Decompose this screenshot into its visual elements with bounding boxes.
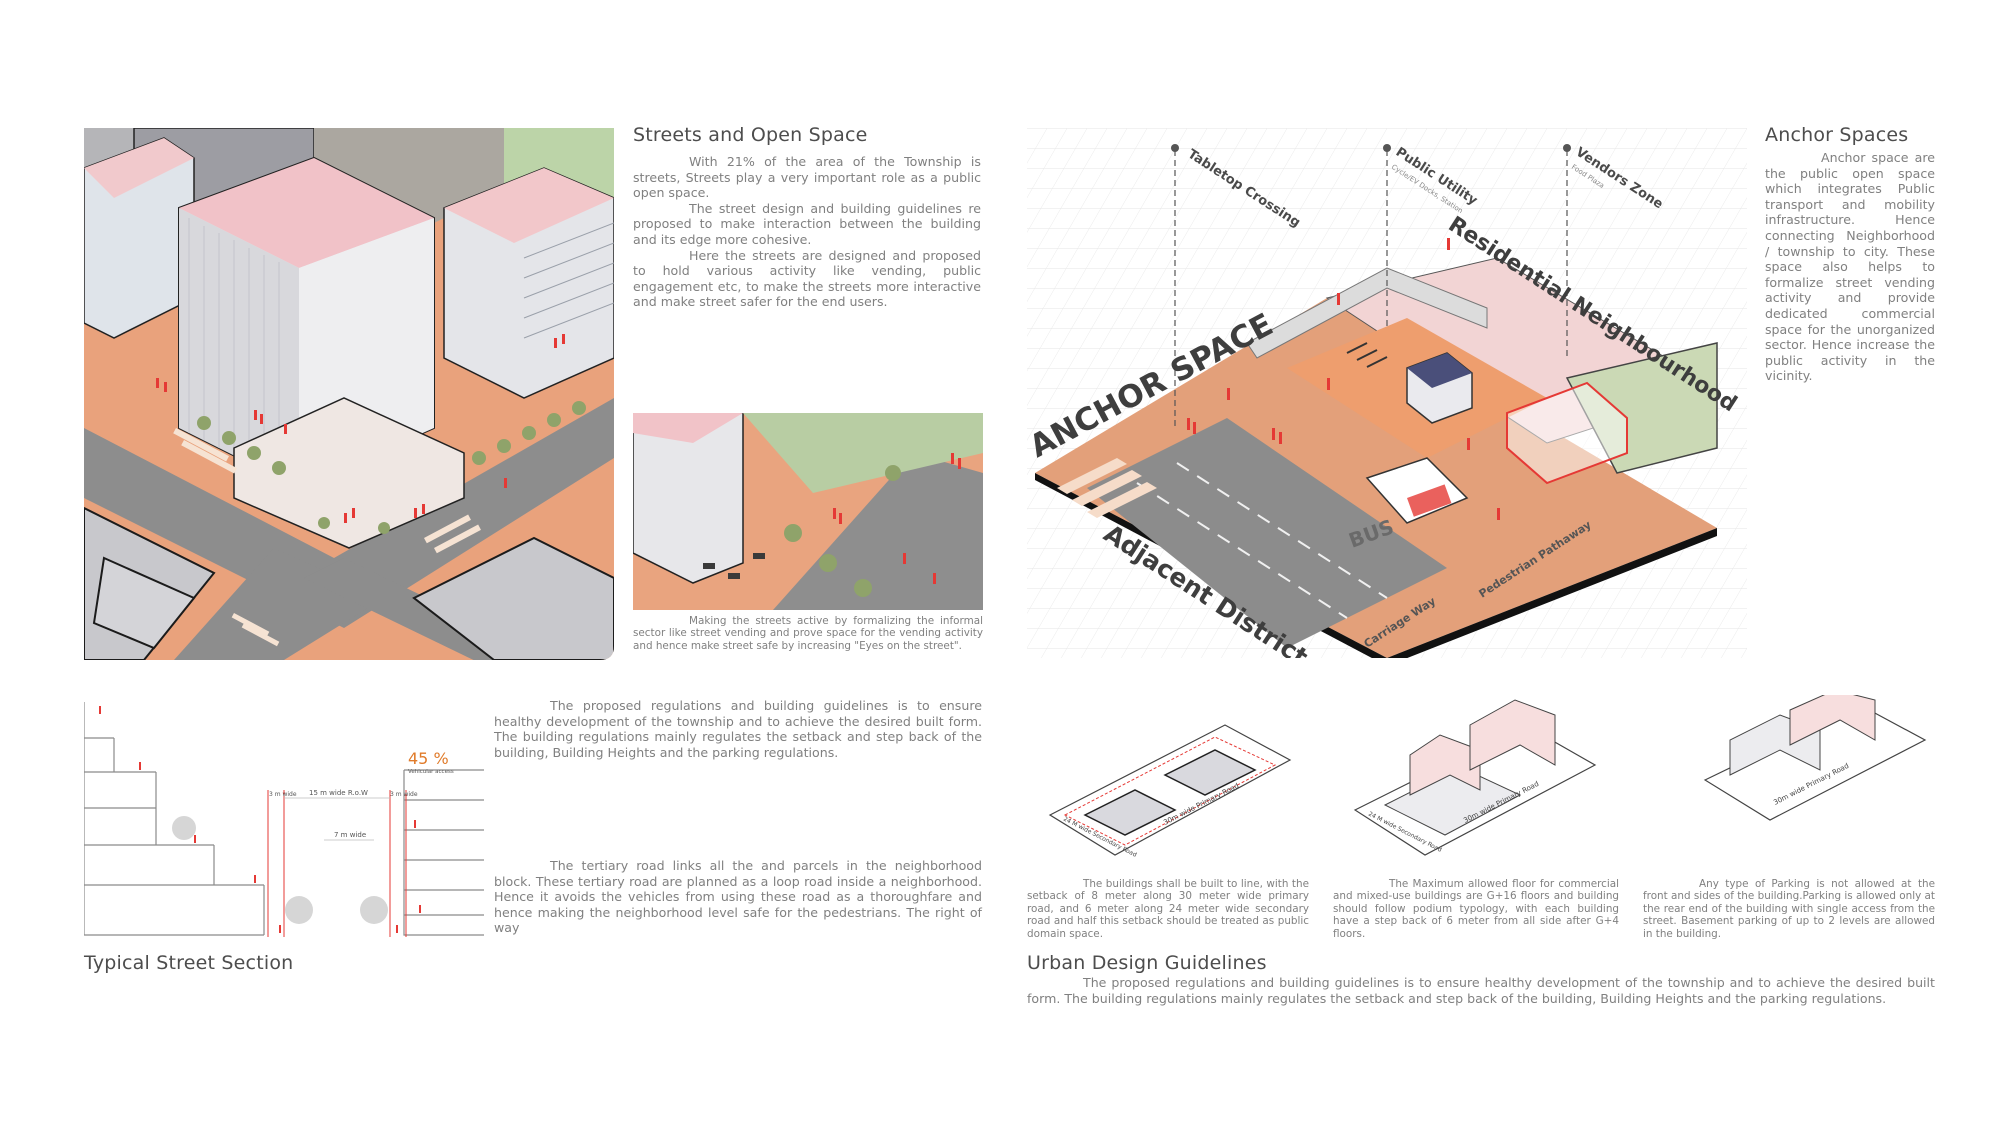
guideline-2-paragraph: The Maximum allowed floor for commercial… (1333, 878, 1619, 940)
guidelines-text: The proposed regulations and building gu… (1027, 975, 1935, 1006)
streets-paragraph-3: Here the streets are designed and propos… (633, 247, 981, 310)
guideline-3-paragraph: Any type of Parking is not allowed at th… (1643, 878, 1935, 940)
streets-aerial-illustration (84, 128, 614, 660)
guideline-diagram-setback: 30m wide Primary Road 24 M wide Secondar… (1045, 720, 1295, 870)
street-vending-inset (633, 413, 983, 610)
street-section-drawing: 45 % Vehicular access 15 m wide R.o.W 7 … (84, 700, 484, 940)
vehicular-percent-label: Vehicular access (408, 769, 454, 775)
guideline-1-paragraph: The buildings shall be built to line, wi… (1027, 878, 1309, 940)
streets-text: With 21% of the area of the Township is … (633, 154, 981, 310)
guideline-diagram-podium: 30m wide Primary Road 24 M wide Secondar… (1350, 695, 1600, 870)
inset-caption-text: Making the streets active by formalizing… (633, 615, 983, 652)
carriage-width-label: 7 m wide (334, 831, 366, 839)
vehicular-percent: 45 % (408, 749, 449, 768)
anchor-paragraph: Anchor space are the public open space w… (1765, 150, 1935, 384)
left-setback-label: 3 m wide (269, 791, 297, 798)
right-setback-label: 3 m wide (390, 791, 418, 798)
streets-heading: Streets and Open Space (633, 124, 868, 146)
anchor-heading: Anchor Spaces (1765, 124, 1909, 146)
guidelines-paragraph: The proposed regulations and building gu… (1027, 975, 1935, 1006)
guideline-2-text: The Maximum allowed floor for commercial… (1333, 878, 1619, 940)
anchor-text: Anchor space are the public open space w… (1765, 150, 1935, 384)
section-title: Typical Street Section (84, 952, 294, 974)
streets-paragraph-1: With 21% of the area of the Township is … (633, 154, 981, 201)
inset-caption: Making the streets active by formalizing… (633, 615, 983, 652)
section-paragraph-1: The proposed regulations and building gu… (494, 698, 982, 760)
streets-paragraph-2: The street design and building guideline… (633, 200, 981, 247)
guideline-1-text: The buildings shall be built to line, wi… (1027, 878, 1309, 940)
row-width-label: 15 m wide R.o.W (309, 789, 368, 797)
guidelines-title: Urban Design Guidelines (1027, 952, 1267, 974)
anchor-space-diagram: ANCHOR SPACE Residential Neighbourhood A… (1027, 128, 1747, 658)
section-text-1: The proposed regulations and building gu… (494, 698, 982, 760)
section-paragraph-2: The tertiary road links all the and parc… (494, 858, 982, 936)
guideline-diagram-parking: 30m wide Primary Road (1700, 695, 1930, 835)
section-text-2: The tertiary road links all the and parc… (494, 858, 982, 936)
guideline-3-text: Any type of Parking is not allowed at th… (1643, 878, 1935, 940)
